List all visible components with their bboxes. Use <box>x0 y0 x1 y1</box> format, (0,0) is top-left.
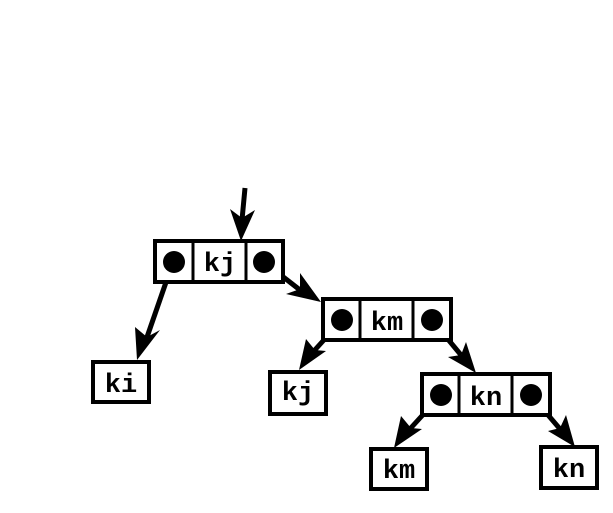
tree-node-kn: kn <box>420 372 552 417</box>
right-pointer-dot <box>421 309 443 331</box>
node-key-label: kj <box>204 250 236 280</box>
node-key-label: kn <box>470 384 502 414</box>
leaf-ki: ki <box>91 360 151 404</box>
root-entry-arrow <box>230 187 255 241</box>
leaf-key-label: kn <box>553 456 585 486</box>
tree-node-km: km <box>321 297 453 342</box>
left-pointer-dot <box>163 251 185 273</box>
node-key-label: km <box>371 309 403 339</box>
leaf-key-label: km <box>383 457 415 487</box>
leaf-km: km <box>369 447 429 491</box>
leaf-key-label: kj <box>282 379 314 409</box>
leaf-kn: kn <box>539 445 599 490</box>
left-pointer-dot <box>331 309 353 331</box>
leaf-key-label: ki <box>105 371 137 401</box>
right-pointer-dot <box>253 251 275 273</box>
leaf-kj: kj <box>268 370 328 416</box>
tree-node-root: kj <box>153 239 285 284</box>
right-pointer-dot <box>520 384 542 406</box>
left-pointer-dot <box>430 384 452 406</box>
